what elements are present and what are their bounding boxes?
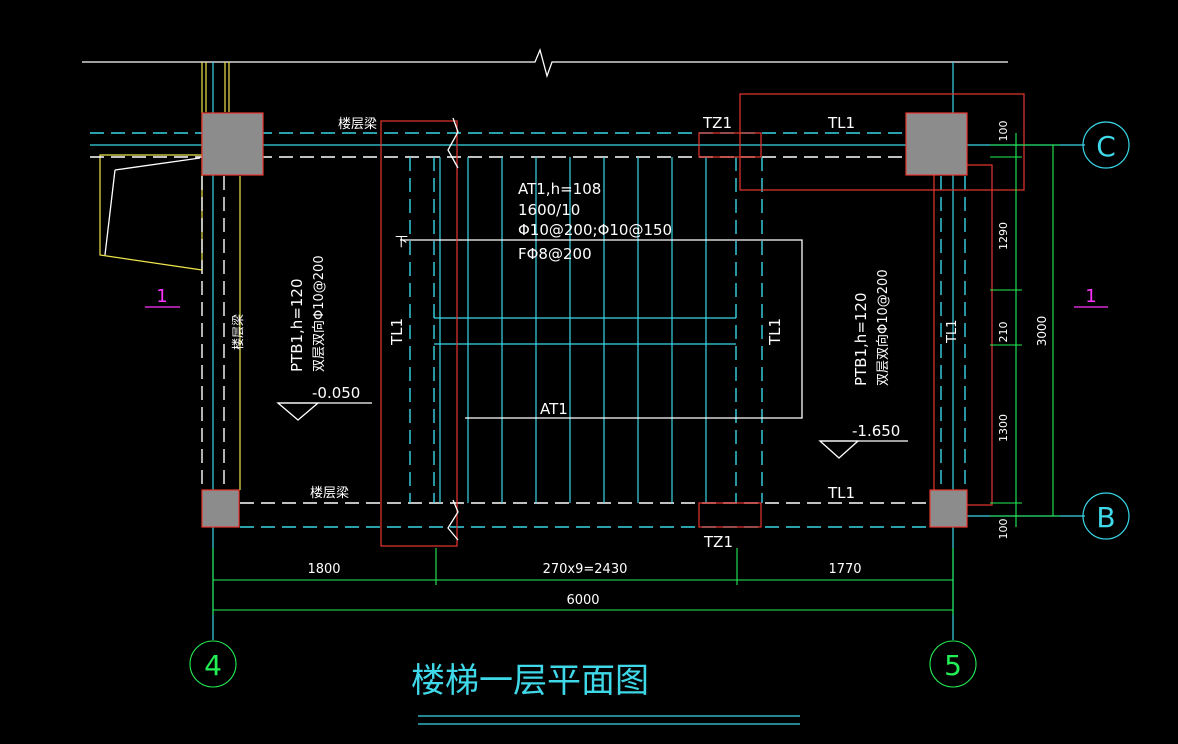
axis-label-4: 4 (204, 649, 222, 682)
floor-beam-top-label: 楼层梁 (338, 117, 377, 132)
dim-right-3: 1300 (997, 414, 1010, 442)
floor-beam-left-label: 楼层梁 (230, 314, 245, 350)
axis-bubble-c (1082, 121, 1130, 169)
at1-bottom-label: AT1 (540, 400, 568, 418)
elevation-marker-right (818, 440, 908, 459)
tz1-bottom-label: TZ1 (703, 533, 733, 551)
at1-spec-line3: Φ10@200;Φ10@150 (518, 221, 672, 239)
dim-bottom-total: 6000 (566, 593, 599, 608)
top-break-line (82, 47, 1008, 79)
at1-spec-line4: FΦ8@200 (518, 245, 592, 263)
tl1-top-label: TL1 (827, 114, 855, 132)
elevation-right-label: -1.650 (852, 422, 900, 440)
dim-bottom-right: 1770 (828, 562, 861, 577)
right-wall (940, 176, 966, 490)
floor-beam-bottom-label: 楼层梁 (310, 486, 349, 501)
elevation-left-label: -0.050 (312, 384, 360, 402)
tl1-left-label: TL1 (388, 318, 406, 346)
drawing-title: 楼梯一层平面图 (411, 661, 649, 701)
tl1-bottom-label: TL1 (827, 484, 855, 502)
column-top-right (905, 112, 968, 176)
at1-spec-line1: AT1,h=108 (518, 180, 601, 198)
right-dimensions (990, 133, 1060, 527)
axis-bubble-b (1082, 492, 1130, 540)
axis-label-c: C (1096, 130, 1116, 163)
axis-label-5: 5 (944, 649, 962, 682)
dim-bottom-left: 1800 (307, 562, 340, 577)
dim-right-bottom: 100 (997, 519, 1010, 540)
dim-right-total: 3000 (1035, 316, 1049, 347)
elevation-marker-left (276, 402, 372, 421)
at1-spec-line2: 1600/10 (518, 201, 580, 219)
stair-direction-line (400, 239, 803, 419)
column-bottom-left (201, 489, 240, 528)
ptb-right-line2: 双层双向Φ10@200 (875, 269, 891, 386)
ptb-left-line2: 双层双向Φ10@200 (311, 255, 327, 372)
axis-label-b: B (1096, 501, 1115, 534)
bottom-dimensions (212, 548, 954, 615)
stair-treads (434, 157, 736, 503)
section-mark-right: 1 (1085, 286, 1096, 307)
axis-bubble-4 (189, 640, 237, 688)
down-mark: 下 (395, 235, 408, 250)
column-top-left (201, 112, 264, 176)
axis-bubble-5 (929, 640, 977, 688)
ptb-right-line1: PTB1,h=120 (852, 292, 870, 386)
tl1-right-label: TL1 (945, 320, 960, 344)
ptb-left-line1: PTB1,h=120 (288, 278, 306, 372)
tz1-top-label: TZ1 (702, 114, 732, 132)
dim-right-1: 1290 (997, 222, 1010, 250)
dim-right-2: 210 (997, 322, 1010, 343)
left-window-outline (99, 154, 203, 271)
bottom-floor-beam (240, 502, 930, 528)
dim-bottom-mid: 270x9=2430 (543, 562, 628, 577)
column-bottom-right (929, 489, 968, 528)
section-mark-left: 1 (156, 286, 167, 307)
tl1-mid-label: TL1 (766, 318, 784, 346)
dim-right-top: 100 (997, 121, 1010, 142)
